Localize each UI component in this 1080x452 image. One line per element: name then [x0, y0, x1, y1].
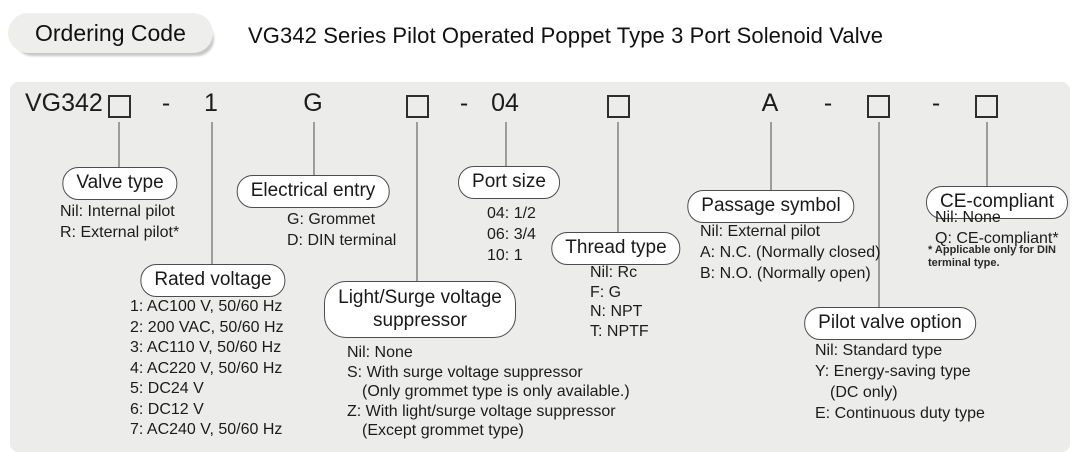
option: B: N.O. (Normally open)	[700, 265, 871, 282]
option: 6: DC12 V	[130, 400, 204, 418]
code-dash-4: -	[931, 89, 941, 117]
option: Q: CE-compliant*	[935, 230, 1059, 247]
code-base: VG342	[25, 89, 103, 117]
option: 7: AC240 V, 50/60 Hz	[130, 421, 283, 438]
code-rated-voltage: 1	[204, 89, 218, 117]
bubble-electrical-entry: Electrical entry	[236, 175, 390, 208]
option: T: NPTF	[590, 322, 649, 340]
code-box-valve-type	[108, 95, 131, 118]
option: Nil: None	[347, 344, 413, 361]
ce-compliant-footnote: * Applicable only for DIN terminal type.	[928, 244, 1056, 269]
option: Y: Energy-saving type	[815, 363, 971, 380]
code-box-pilot-valve	[867, 95, 890, 118]
option: S: With surge voltage suppressor	[347, 363, 583, 381]
option: Nil: Rc	[590, 264, 638, 281]
option: D: DIN terminal	[287, 232, 397, 249]
bubble-passage-symbol: Passage symbol	[687, 190, 855, 223]
connector-line-valve-type	[118, 122, 120, 167]
option: E: Continuous duty type	[815, 405, 985, 422]
connector-line-port-size	[505, 122, 507, 166]
ce-compliant-options: Nil: None Q: CE-compliant*	[935, 207, 1059, 249]
passage-symbol-options: Nil: External pilot A: N.C. (Normally cl…	[700, 221, 880, 284]
option: (Except grommet type)	[362, 422, 524, 439]
code-box-ce	[975, 95, 998, 118]
bubble-thread-type: Thread type	[551, 232, 681, 265]
option: F: G	[590, 283, 622, 301]
code-box-suppressor	[406, 95, 429, 118]
bubble-ce-compliant: CE-compliant	[925, 186, 1069, 219]
option: 5: DC24 V	[130, 380, 204, 397]
connector-line-thread-type	[617, 122, 619, 232]
bubble-rated-voltage: Rated voltage	[140, 264, 286, 297]
code-dash-3: -	[823, 89, 833, 117]
page-title: VG342 Series Pilot Operated Poppet Type …	[248, 23, 884, 48]
connector-line-ce	[986, 122, 988, 186]
bubble-valve-type: Valve type	[62, 167, 178, 200]
option: Nil: None	[935, 209, 1001, 226]
option: (DC only)	[830, 384, 898, 401]
option: (Only grommet type is only available.)	[362, 383, 630, 400]
option: 04: 1/2	[487, 205, 536, 222]
code-dash-1: -	[161, 89, 171, 117]
bubble-port-size: Port size	[458, 166, 560, 199]
option: 4: AC220 V, 50/60 Hz	[130, 359, 283, 377]
connector-line-passage-symbol	[770, 122, 772, 190]
code-box-thread-type	[607, 95, 630, 118]
ordering-code-badge: Ordering Code	[8, 13, 213, 53]
option: Nil: Standard type	[815, 342, 943, 359]
option: 2: 200 VAC, 50/60 Hz	[130, 318, 284, 336]
code-dash-2: -	[459, 89, 469, 117]
valve-type-options: Nil: Internal pilot R: External pilot*	[60, 201, 179, 243]
bubble-pilot-valve-option: Pilot valve option	[804, 307, 976, 340]
option: 3: AC110 V, 50/60 Hz	[130, 339, 282, 356]
option: Nil: Internal pilot	[60, 203, 175, 220]
option: 10: 1	[487, 247, 523, 264]
rated-voltage-options: 1: AC100 V, 50/60 Hz 2: 200 VAC, 50/60 H…	[130, 297, 284, 441]
option: 1: AC100 V, 50/60 Hz	[130, 298, 283, 315]
electrical-entry-options: G: Grommet D: DIN terminal	[287, 209, 396, 251]
port-size-options: 04: 1/2 06: 3/4 10: 1	[487, 203, 536, 266]
option: 06: 3/4	[487, 226, 536, 243]
code-passage-symbol: A	[761, 89, 779, 117]
code-port-size: 04	[491, 89, 519, 117]
connector-line-suppressor	[416, 122, 418, 281]
pilot-valve-option-options: Nil: Standard type Y: Energy-saving type…	[815, 340, 985, 424]
code-electrical-entry: G	[303, 89, 323, 117]
option: Nil: External pilot	[700, 223, 821, 240]
option: A: N.C. (Normally closed)	[700, 244, 881, 261]
option: R: External pilot*	[60, 224, 180, 241]
option: G: Grommet	[287, 211, 376, 228]
thread-type-options: Nil: Rc F: G N: NPT T: NPTF	[590, 263, 649, 341]
option: Z: With light/surge voltage suppressor	[347, 402, 616, 420]
connector-line-electrical-entry	[313, 122, 315, 175]
connector-line-pilot-valve	[878, 122, 880, 307]
connector-line-rated-voltage	[211, 122, 213, 264]
bubble-light-surge-suppressor: Light/Surge voltage suppressor	[324, 281, 516, 339]
option: N: NPT	[590, 303, 643, 320]
light-surge-suppressor-options: Nil: None S: With surge voltage suppress…	[347, 343, 630, 441]
